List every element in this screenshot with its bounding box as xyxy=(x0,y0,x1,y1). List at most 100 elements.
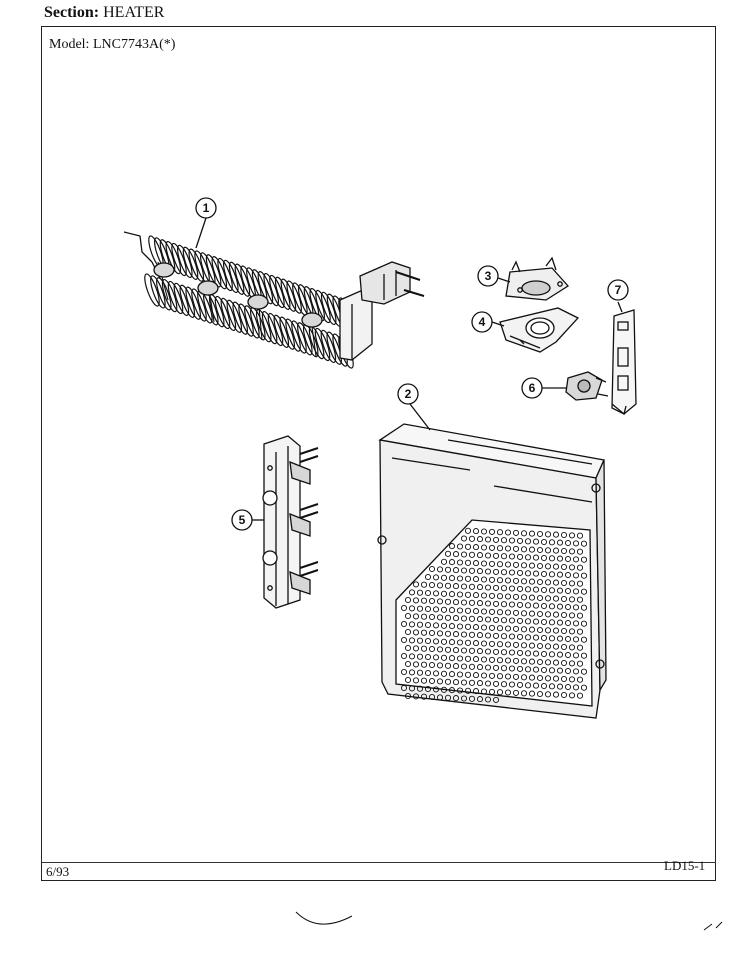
grille-hole xyxy=(544,675,552,682)
grille-hole xyxy=(504,609,512,616)
grille-hole xyxy=(516,681,524,688)
grille-hole xyxy=(436,662,444,669)
grille-hole xyxy=(532,554,540,561)
diagram-frame xyxy=(41,26,716,881)
grille-hole xyxy=(416,653,424,660)
grille-hole xyxy=(468,679,476,686)
grille-hole xyxy=(460,599,468,606)
coil-loop xyxy=(232,301,248,335)
grille-hole xyxy=(488,544,496,551)
grille-hole xyxy=(532,586,540,593)
grille-hole xyxy=(484,600,492,607)
grille-hole xyxy=(516,537,524,544)
grille-hole xyxy=(556,635,564,642)
grille-hole xyxy=(472,688,480,695)
grille-hole xyxy=(576,660,584,667)
grille-hole xyxy=(508,649,516,656)
grille-hole xyxy=(540,634,548,642)
grille-hole xyxy=(424,605,432,613)
grille-hole xyxy=(560,579,568,587)
grille-hole xyxy=(536,530,544,538)
grille-hole xyxy=(568,532,576,539)
grille-hole xyxy=(536,546,544,554)
model-value: LNC7743A(*) xyxy=(92,37,176,52)
grille-hole xyxy=(552,691,560,698)
grille-hole xyxy=(464,671,472,678)
grille-hole xyxy=(508,681,516,688)
grille-hole xyxy=(412,629,420,636)
grille-hole xyxy=(408,669,416,676)
grille-hole xyxy=(448,671,456,678)
grille-hole xyxy=(464,607,472,614)
grille-hole xyxy=(472,592,480,599)
grille-hole xyxy=(480,608,488,615)
grille-hole xyxy=(460,647,468,654)
coil-loop xyxy=(167,280,184,315)
grille-hole xyxy=(512,673,520,680)
grille-hole xyxy=(448,575,456,582)
grille-hole xyxy=(412,645,420,652)
coil-loop xyxy=(150,275,166,309)
grille-hole xyxy=(560,675,568,683)
coil-loop xyxy=(165,240,182,275)
coil-loop xyxy=(326,331,342,365)
grille-hole xyxy=(564,539,572,547)
grille-hole xyxy=(404,676,412,684)
grille-hole xyxy=(476,632,484,639)
gasket-part-4 xyxy=(499,307,580,353)
grille-hole xyxy=(520,578,528,585)
grille-hole xyxy=(452,663,460,670)
grille-hole xyxy=(428,661,436,669)
grille-hole xyxy=(436,598,444,605)
callout-7-label: 7 xyxy=(615,283,622,297)
coil-loop xyxy=(173,282,190,317)
scan-mark-2 xyxy=(703,921,723,931)
grille-hole xyxy=(528,642,536,649)
grille-hole xyxy=(444,646,452,653)
grille-hole xyxy=(544,627,552,634)
model-line: Model: LNC7743A(*) xyxy=(49,37,175,53)
grille-hole xyxy=(544,579,552,586)
grille-hole xyxy=(476,696,484,703)
grille-hole xyxy=(488,640,496,647)
grille-hole xyxy=(428,645,436,653)
coil-loop xyxy=(177,244,193,279)
grille-hole xyxy=(404,660,412,668)
grille-hole xyxy=(548,635,556,642)
grille-hole xyxy=(564,603,572,611)
grille-hole xyxy=(576,612,584,619)
grille-hole xyxy=(568,596,576,603)
grille-hole xyxy=(432,670,440,677)
grille-hole xyxy=(448,639,456,646)
grille-hole xyxy=(560,611,568,619)
grille-hole xyxy=(544,563,552,570)
grille-hole xyxy=(420,661,428,668)
grille-hole xyxy=(492,584,500,591)
grille-hole xyxy=(572,668,580,675)
grille-hole xyxy=(492,664,500,671)
grille-hole xyxy=(444,566,452,573)
grille-hole xyxy=(464,687,472,694)
grille-hole xyxy=(540,570,548,578)
grille-hole xyxy=(512,577,520,584)
grille-hole xyxy=(500,569,508,576)
grille-hole xyxy=(532,666,540,673)
grille-hole xyxy=(432,606,440,613)
grille-hole xyxy=(432,638,440,645)
callout-4: 4 xyxy=(471,311,493,333)
grille-hole xyxy=(520,562,528,569)
coil-loop xyxy=(226,299,243,333)
coil-loop xyxy=(211,256,228,290)
grille-hole xyxy=(444,582,452,589)
grille-hole xyxy=(452,679,460,686)
grille-hole xyxy=(580,636,588,643)
grille-hole xyxy=(456,607,464,614)
grille-hole xyxy=(484,696,492,703)
grille-hole xyxy=(472,544,480,551)
grille-hole xyxy=(528,546,536,553)
coil-loop xyxy=(217,257,233,292)
grille-hole xyxy=(420,581,428,588)
grille-hole xyxy=(500,601,508,608)
grille-hole xyxy=(540,682,548,690)
coil-loop xyxy=(314,327,331,362)
